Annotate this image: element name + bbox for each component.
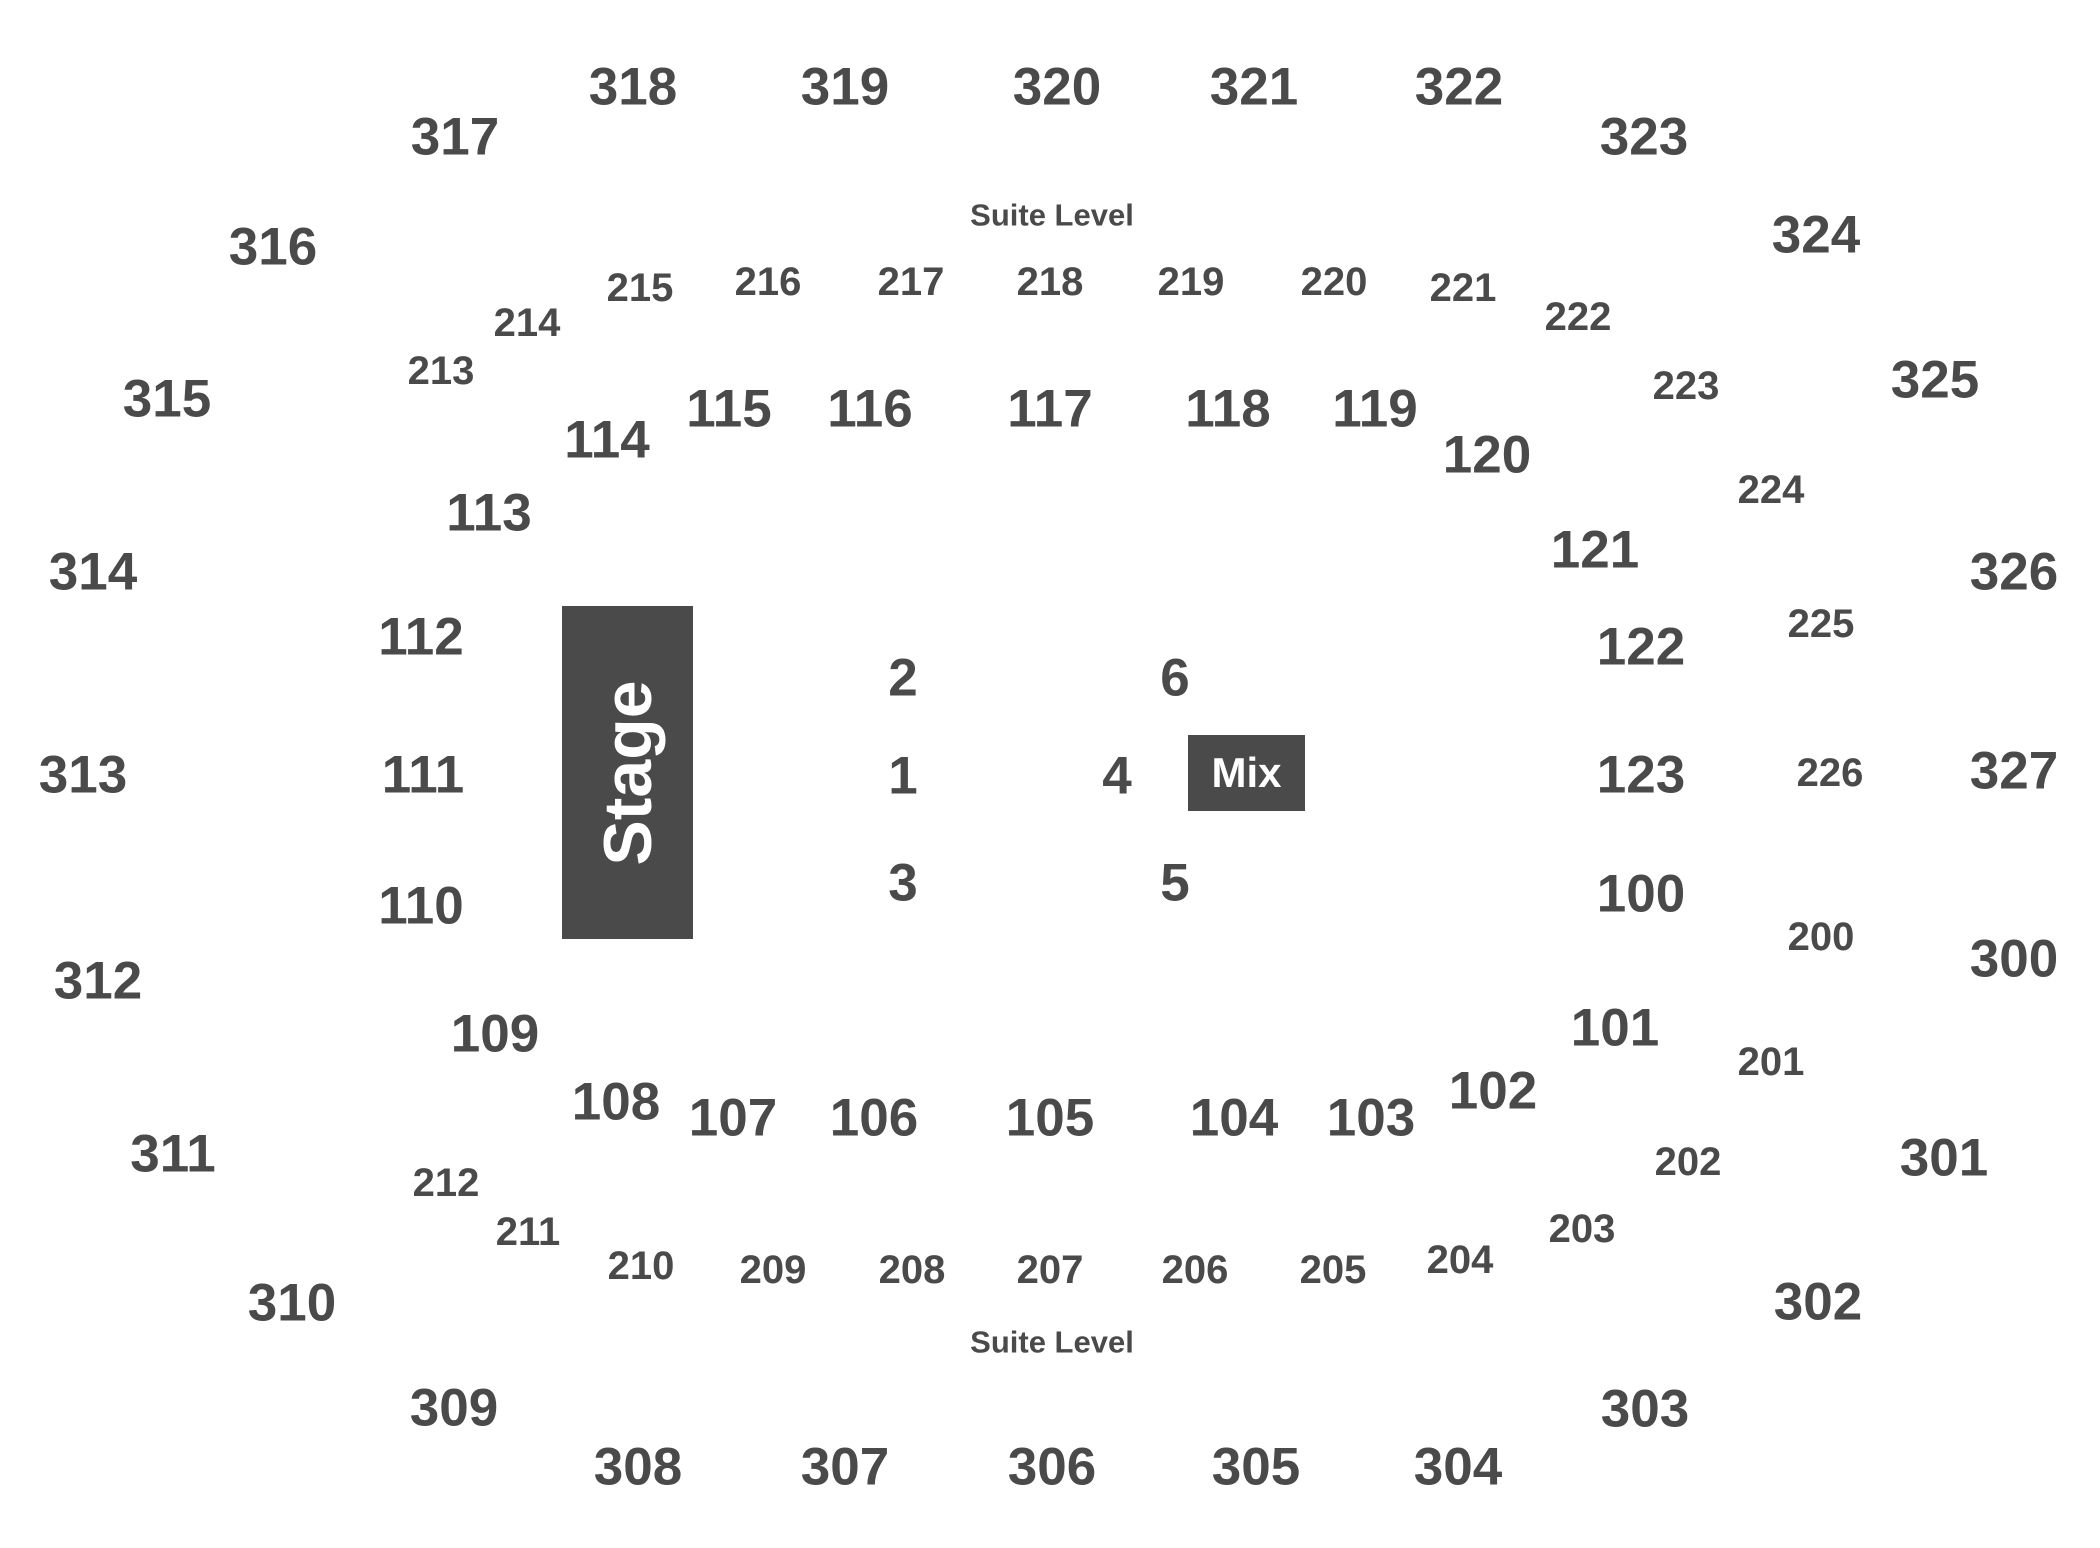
stage-label: Stage	[589, 679, 666, 866]
section-210[interactable]: 210	[607, 1244, 675, 1288]
section-200[interactable]: 200	[1787, 915, 1855, 959]
section-222[interactable]: 222	[1544, 295, 1612, 339]
section-116[interactable]: 116	[827, 379, 913, 439]
section-110[interactable]: 110	[378, 876, 464, 936]
section-325[interactable]: 325	[1890, 350, 1980, 410]
section-205[interactable]: 205	[1299, 1248, 1367, 1292]
section-320[interactable]: 320	[1012, 57, 1102, 117]
section-107[interactable]: 107	[688, 1088, 778, 1148]
section-121[interactable]: 121	[1550, 520, 1640, 580]
section-315[interactable]: 315	[122, 369, 212, 429]
section-103[interactable]: 103	[1326, 1088, 1416, 1148]
floor-section-1[interactable]: 1	[888, 746, 918, 806]
section-307[interactable]: 307	[800, 1437, 890, 1497]
section-122[interactable]: 122	[1596, 617, 1686, 677]
section-115[interactable]: 115	[686, 379, 772, 439]
section-300[interactable]: 300	[1969, 929, 2059, 989]
floor-section-2[interactable]: 2	[888, 648, 918, 708]
section-101[interactable]: 101	[1570, 998, 1660, 1058]
section-324[interactable]: 324	[1771, 205, 1861, 265]
section-117[interactable]: 117	[1007, 379, 1093, 439]
section-112[interactable]: 112	[378, 607, 464, 667]
section-301[interactable]: 301	[1899, 1128, 1989, 1188]
section-306[interactable]: 306	[1007, 1437, 1097, 1497]
section-303[interactable]: 303	[1600, 1379, 1690, 1439]
section-203[interactable]: 203	[1548, 1207, 1616, 1251]
section-302[interactable]: 302	[1773, 1272, 1863, 1332]
section-211[interactable]: 211	[495, 1210, 561, 1254]
floor-section-5[interactable]: 5	[1160, 853, 1190, 913]
section-216[interactable]: 216	[734, 260, 802, 304]
section-104[interactable]: 104	[1189, 1088, 1279, 1148]
section-202[interactable]: 202	[1654, 1140, 1722, 1184]
section-201[interactable]: 201	[1737, 1040, 1805, 1084]
section-214[interactable]: 214	[493, 301, 561, 345]
section-311[interactable]: 311	[130, 1124, 216, 1184]
mix-position: Mix	[1188, 735, 1305, 811]
section-102[interactable]: 102	[1448, 1061, 1538, 1121]
section-221[interactable]: 221	[1429, 266, 1497, 310]
section-318[interactable]: 318	[588, 57, 678, 117]
section-226[interactable]: 226	[1796, 751, 1864, 795]
section-317[interactable]: 317	[410, 107, 500, 167]
suite-level-label-top: Suite Level	[970, 197, 1134, 233]
section-114[interactable]: 114	[564, 410, 650, 470]
section-217[interactable]: 217	[877, 260, 945, 304]
section-215[interactable]: 215	[606, 266, 674, 310]
section-219[interactable]: 219	[1157, 260, 1225, 304]
section-323[interactable]: 323	[1599, 107, 1689, 167]
section-213[interactable]: 213	[407, 349, 475, 393]
section-321[interactable]: 321	[1209, 57, 1299, 117]
section-316[interactable]: 316	[228, 217, 318, 277]
section-204[interactable]: 204	[1426, 1238, 1494, 1282]
section-209[interactable]: 209	[739, 1248, 807, 1292]
section-224[interactable]: 224	[1737, 468, 1805, 512]
section-314[interactable]: 314	[48, 542, 138, 602]
section-207[interactable]: 207	[1016, 1248, 1084, 1292]
section-304[interactable]: 304	[1413, 1437, 1503, 1497]
section-305[interactable]: 305	[1211, 1437, 1301, 1497]
section-100[interactable]: 100	[1596, 864, 1686, 924]
section-212[interactable]: 212	[412, 1161, 480, 1205]
section-322[interactable]: 322	[1414, 57, 1504, 117]
section-308[interactable]: 308	[593, 1437, 683, 1497]
section-208[interactable]: 208	[878, 1248, 946, 1292]
section-105[interactable]: 105	[1005, 1088, 1095, 1148]
section-312[interactable]: 312	[53, 951, 143, 1011]
section-223[interactable]: 223	[1652, 364, 1720, 408]
suite-level-label-bottom: Suite Level	[970, 1324, 1134, 1360]
section-119[interactable]: 119	[1332, 379, 1418, 439]
section-218[interactable]: 218	[1016, 260, 1084, 304]
stage-block: Stage	[562, 606, 693, 939]
floor-section-4[interactable]: 4	[1102, 746, 1132, 806]
section-106[interactable]: 106	[829, 1088, 919, 1148]
section-118[interactable]: 118	[1185, 379, 1271, 439]
floor-section-3[interactable]: 3	[888, 853, 918, 913]
floor-section-6[interactable]: 6	[1160, 648, 1190, 708]
mix-label: Mix	[1211, 749, 1282, 796]
section-113[interactable]: 113	[446, 483, 532, 543]
section-313[interactable]: 313	[38, 745, 128, 805]
section-220[interactable]: 220	[1300, 260, 1368, 304]
section-123[interactable]: 123	[1596, 745, 1686, 805]
section-109[interactable]: 109	[450, 1004, 540, 1064]
section-319[interactable]: 319	[800, 57, 890, 117]
section-108[interactable]: 108	[571, 1072, 661, 1132]
section-120[interactable]: 120	[1442, 425, 1532, 485]
section-310[interactable]: 310	[247, 1273, 337, 1333]
section-111[interactable]: 111	[381, 745, 465, 805]
section-309[interactable]: 309	[409, 1378, 499, 1438]
section-327[interactable]: 327	[1969, 741, 2059, 801]
section-326[interactable]: 326	[1969, 542, 2059, 602]
section-206[interactable]: 206	[1161, 1248, 1229, 1292]
section-225[interactable]: 225	[1787, 602, 1855, 646]
